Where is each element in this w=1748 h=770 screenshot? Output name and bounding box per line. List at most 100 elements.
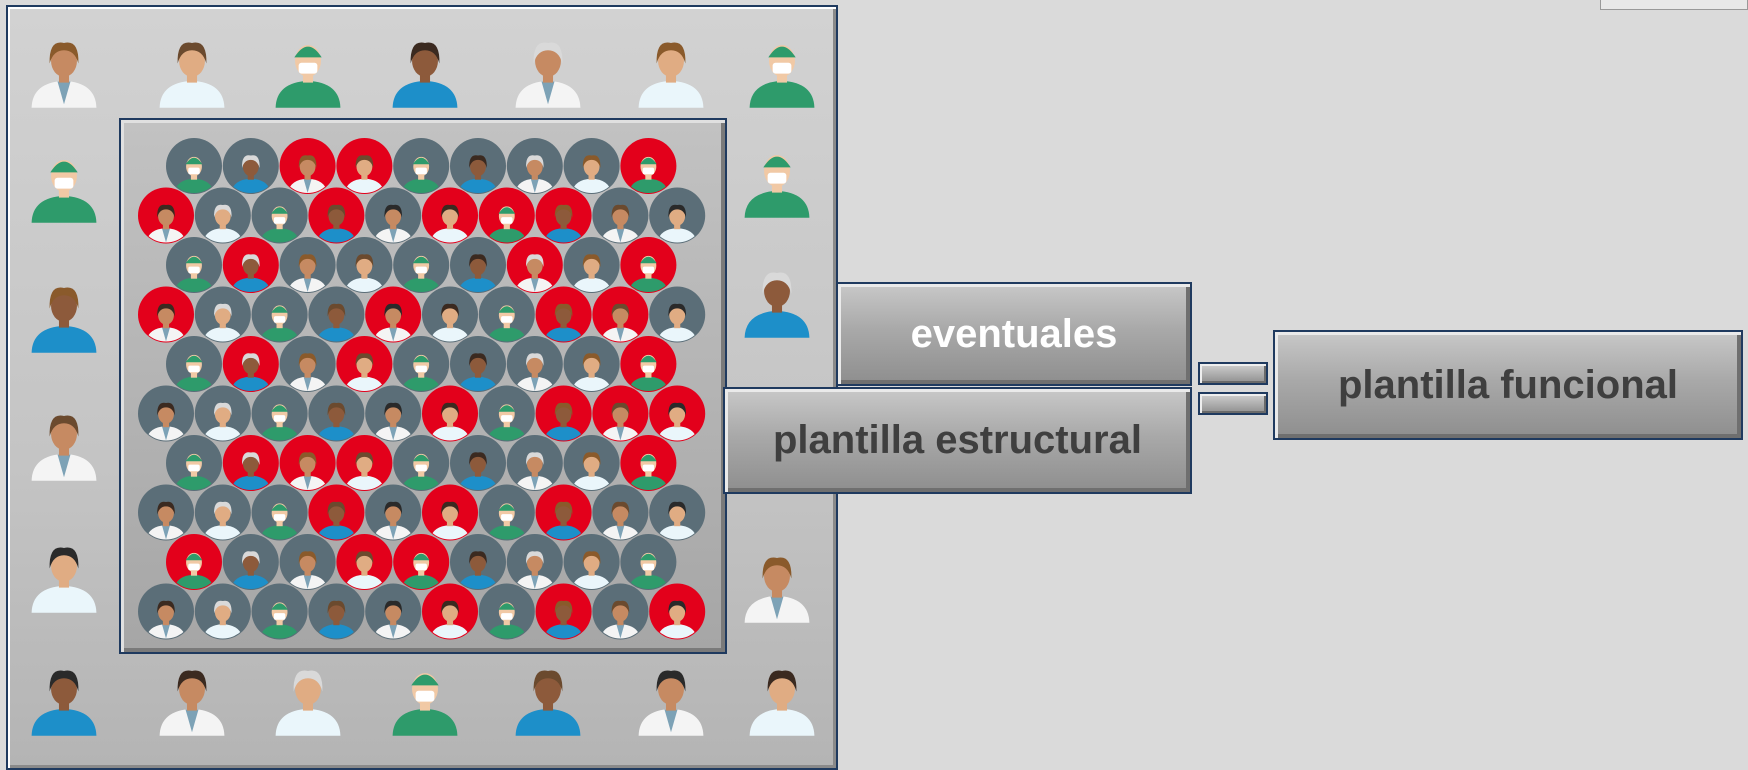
- disc-person-9-6: [487, 602, 527, 639]
- structural-worker-disc-3-9: [649, 286, 706, 343]
- structural-worker-disc-0-6: [506, 138, 563, 194]
- disc-person-9-3: [316, 600, 357, 639]
- structural-worker-disc-7-0: [138, 484, 194, 541]
- disc-person-5-9: [657, 402, 697, 441]
- structural-worker-disc-6-6: [506, 435, 563, 491]
- outer-person-0: [31, 42, 97, 108]
- outer-person-12: [638, 670, 704, 736]
- structural-worker-disc-8-7: [563, 534, 620, 590]
- disc-person-9-0: [146, 600, 186, 639]
- eventual-worker-disc-6-2: [279, 435, 336, 491]
- disc-person-4-3: [344, 353, 385, 391]
- disc-person-4-5: [458, 353, 498, 391]
- disc-person-8-7: [571, 551, 612, 589]
- outer-person-2: [275, 45, 341, 108]
- eventuales-label: eventuales: [910, 311, 1118, 356]
- disc-person-4-2: [287, 353, 328, 391]
- structural-worker-disc-9-2: [251, 583, 308, 640]
- disc-person-2-8: [628, 255, 669, 292]
- disc-person-0-7: [571, 155, 612, 193]
- outer-person-15: [31, 287, 97, 353]
- disc-person-6-5: [458, 452, 498, 490]
- disc-person-5-1: [203, 402, 243, 441]
- outer-person-11: [515, 670, 581, 736]
- disc-person-1-6: [487, 206, 527, 243]
- disc-person-4-8: [628, 354, 669, 391]
- disc-person-0-1: [231, 155, 271, 193]
- structural-worker-disc-9-3: [308, 583, 365, 640]
- structural-worker-disc-9-6: [478, 583, 535, 640]
- disc-person-2-3: [344, 254, 385, 292]
- disc-person-7-3: [316, 501, 357, 540]
- eventual-worker-disc-3-7: [535, 286, 592, 343]
- disc-person-6-0: [174, 453, 214, 490]
- outer-person-10: [392, 673, 458, 736]
- disc-person-4-0: [174, 354, 214, 391]
- outer-person-14: [31, 160, 97, 223]
- disc-person-3-1: [203, 303, 243, 342]
- structural-worker-disc-4-7: [563, 336, 620, 392]
- eventual-worker-disc-8-3: [336, 534, 393, 590]
- outer-person-20: [744, 557, 810, 623]
- disc-person-1-0: [146, 204, 186, 243]
- disc-person-5-2: [259, 404, 300, 441]
- eventual-worker-disc-5-7: [535, 385, 592, 442]
- structural-worker-disc-3-3: [308, 286, 365, 343]
- disc-person-4-1: [231, 353, 271, 391]
- disc-person-1-7: [543, 204, 584, 243]
- disc-person-2-0: [174, 255, 214, 292]
- disc-person-4-6: [515, 353, 555, 391]
- disc-person-0-0: [174, 156, 214, 193]
- structural-worker-disc-6-5: [450, 435, 506, 491]
- structural-worker-disc-8-1: [222, 534, 279, 590]
- structural-worker-disc-0-1: [222, 138, 279, 194]
- eventual-worker-disc-2-8: [620, 237, 677, 293]
- eventual-worker-disc-0-3: [336, 138, 393, 194]
- structural-worker-disc-1-4: [365, 187, 422, 244]
- eventual-worker-disc-3-8: [592, 286, 649, 343]
- structural-worker-disc-5-2: [251, 385, 308, 442]
- eventual-worker-disc-6-8: [620, 435, 677, 491]
- structural-worker-disc-7-8: [592, 484, 649, 541]
- disc-person-1-8: [600, 204, 641, 243]
- disc-person-1-2: [259, 206, 300, 243]
- structural-worker-disc-7-2: [251, 484, 308, 541]
- disc-person-3-5: [430, 303, 470, 342]
- disc-person-8-6: [515, 551, 555, 589]
- disc-person-6-1: [231, 452, 271, 490]
- eventual-worker-disc-1-6: [478, 187, 535, 244]
- eventual-worker-disc-6-3: [336, 435, 393, 491]
- structural-worker-disc-5-3: [308, 385, 365, 442]
- disc-person-7-7: [543, 501, 584, 540]
- disc-person-9-2: [259, 602, 300, 639]
- disc-person-3-0: [146, 303, 186, 342]
- disc-person-5-5: [430, 402, 470, 441]
- structural-worker-disc-4-6: [506, 336, 563, 392]
- structural-worker-disc-2-5: [450, 237, 506, 293]
- structural-worker-disc-0-5: [450, 138, 506, 194]
- disc-person-3-7: [543, 303, 584, 342]
- equals-bar-bottom: [1198, 392, 1268, 415]
- eventual-worker-disc-5-8: [592, 385, 649, 442]
- disc-person-4-4: [401, 354, 441, 391]
- disc-person-9-8: [600, 600, 641, 639]
- disc-person-2-6: [515, 254, 555, 292]
- outer-person-13: [749, 670, 815, 736]
- outer-person-16: [31, 415, 97, 481]
- disc-person-3-4: [373, 303, 413, 342]
- disc-person-3-6: [487, 305, 527, 342]
- outer-person-5: [638, 42, 704, 108]
- top-right-control: [1600, 0, 1748, 10]
- outer-person-19: [744, 272, 810, 338]
- eventual-worker-disc-7-7: [535, 484, 592, 541]
- plantilla-estructural-label: plantilla estructural: [773, 418, 1142, 462]
- eventual-worker-disc-8-4: [393, 534, 450, 590]
- structural-worker-disc-5-0: [138, 385, 194, 442]
- structural-worker-disc-0-0: [166, 138, 222, 194]
- outer-person-9: [275, 670, 341, 736]
- outer-person-17: [31, 547, 97, 613]
- eventual-worker-disc-0-8: [620, 138, 677, 194]
- eventual-worker-disc-7-5: [422, 484, 478, 541]
- structural-worker-disc-8-6: [506, 534, 563, 590]
- outer-person-6: [749, 45, 815, 108]
